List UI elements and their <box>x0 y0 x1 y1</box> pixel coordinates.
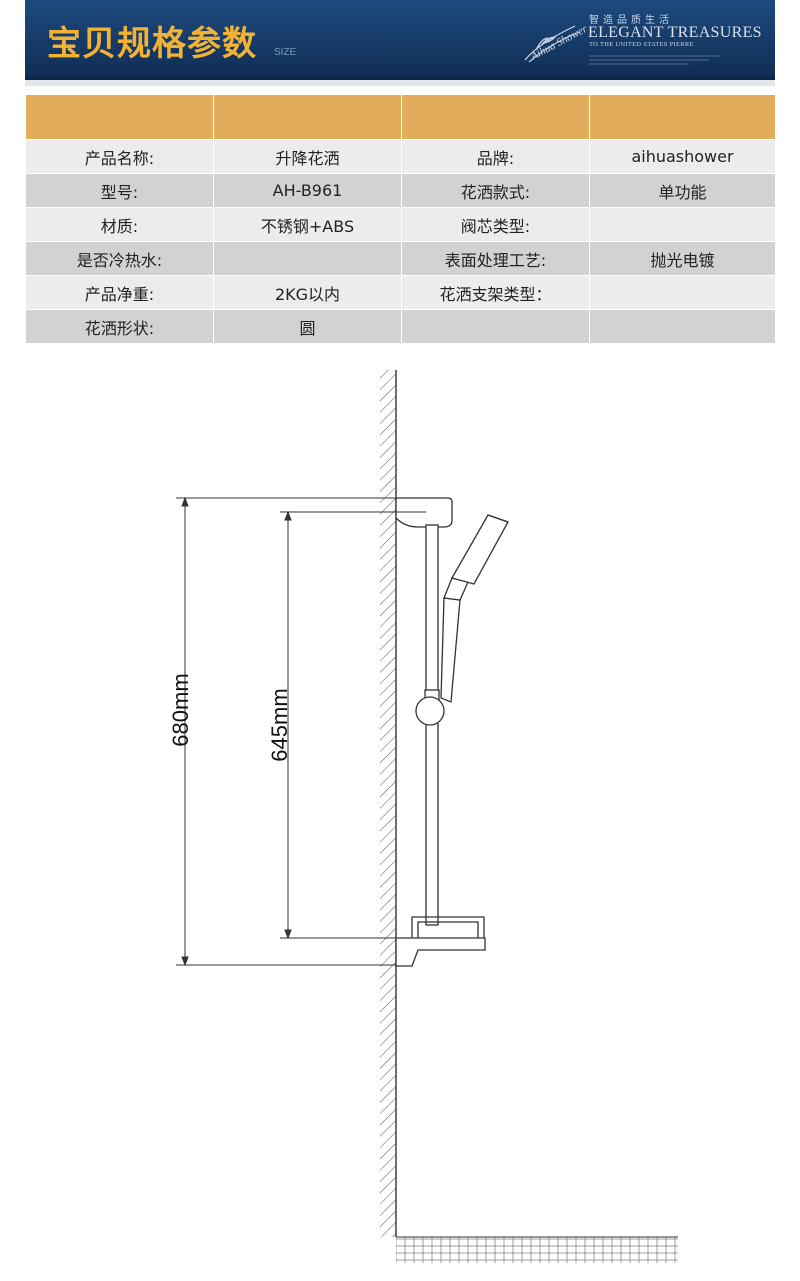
slider-knob <box>415 689 445 726</box>
spec-value <box>213 241 402 276</box>
spec-value: 圆 <box>213 309 402 344</box>
spec-value: 单功能 <box>589 173 776 208</box>
spec-label: 产品名称: <box>25 139 214 174</box>
outer-dimension-label: 680mm <box>168 673 193 746</box>
table-row: 产品名称: 升降花洒 品牌: aihuashower <box>25 139 776 174</box>
header-banner: 宝贝规格参数 SIZE Aihua Shower 智造品质生活 ELEGANT … <box>25 0 775 80</box>
brand-slogan-cn: 智造品质生活 <box>589 15 673 26</box>
brand-slogan-en: ELEGANT TREASURES <box>588 24 762 41</box>
spec-label: 表面处理工艺: <box>401 241 590 276</box>
spec-label: 品牌: <box>401 139 590 174</box>
spec-value <box>589 275 776 310</box>
spec-value: 升降花洒 <box>213 139 402 174</box>
table-header-cell <box>213 94 402 140</box>
shower-dimension-drawing: 680mm 645mm <box>168 370 678 1263</box>
spec-value <box>589 207 776 242</box>
spec-label: 花洒款式: <box>401 173 590 208</box>
spec-table: 产品名称: 升降花洒 品牌: aihuashower 型号: AH-B961 花… <box>25 94 776 344</box>
table-row: 型号: AH-B961 花洒款式: 单功能 <box>25 173 776 208</box>
wall <box>380 370 397 1237</box>
dimension-outer <box>176 496 396 967</box>
spec-label: 阀芯类型: <box>401 207 590 242</box>
spec-value: 2KG以内 <box>213 275 402 310</box>
spec-value <box>589 309 776 344</box>
inner-dimension-label: 645mm <box>267 688 292 761</box>
table-header-cell <box>589 94 776 140</box>
spec-label: 材质: <box>25 207 214 242</box>
spec-value: AH-B961 <box>213 173 402 208</box>
spec-label: 型号: <box>25 173 214 208</box>
spec-label: 花洒支架类型： <box>401 275 590 310</box>
spec-value: 不锈钢+ABS <box>213 207 402 242</box>
hand-shower <box>440 514 509 703</box>
table-row: 产品净重: 2KG以内 花洒支架类型： <box>25 275 776 310</box>
spec-label: 花洒形状: <box>25 309 214 344</box>
spec-value: aihuashower <box>589 139 776 174</box>
spec-value: 抛光电镀 <box>589 241 776 276</box>
soap-dish <box>395 916 486 967</box>
page-subtitle: SIZE <box>274 47 297 58</box>
svg-text:Aihua Shower: Aihua Shower <box>528 23 590 64</box>
spec-label <box>401 309 590 344</box>
table-row: 花洒形状: 圆 <box>25 309 776 344</box>
spec-label: 产品净重: <box>25 275 214 310</box>
table-row: 材质: 不锈钢+ABS 阀芯类型: <box>25 207 776 242</box>
floor <box>396 1236 678 1263</box>
table-row: 是否冷热水: 表面处理工艺: 抛光电镀 <box>25 241 776 276</box>
decorative-lines <box>589 55 719 65</box>
page-title: 宝贝规格参数 <box>47 24 257 64</box>
brand-slogan-sub: TO THE UNITED STATES PIERRE <box>589 41 694 48</box>
banner-underline <box>25 80 775 86</box>
dimension-inner <box>280 510 426 940</box>
table-header-row <box>25 94 776 140</box>
spec-label: 是否冷热水: <box>25 241 214 276</box>
table-header-cell <box>25 94 214 140</box>
table-header-cell <box>401 94 590 140</box>
brand-logo-icon: Aihua Shower <box>524 23 590 64</box>
